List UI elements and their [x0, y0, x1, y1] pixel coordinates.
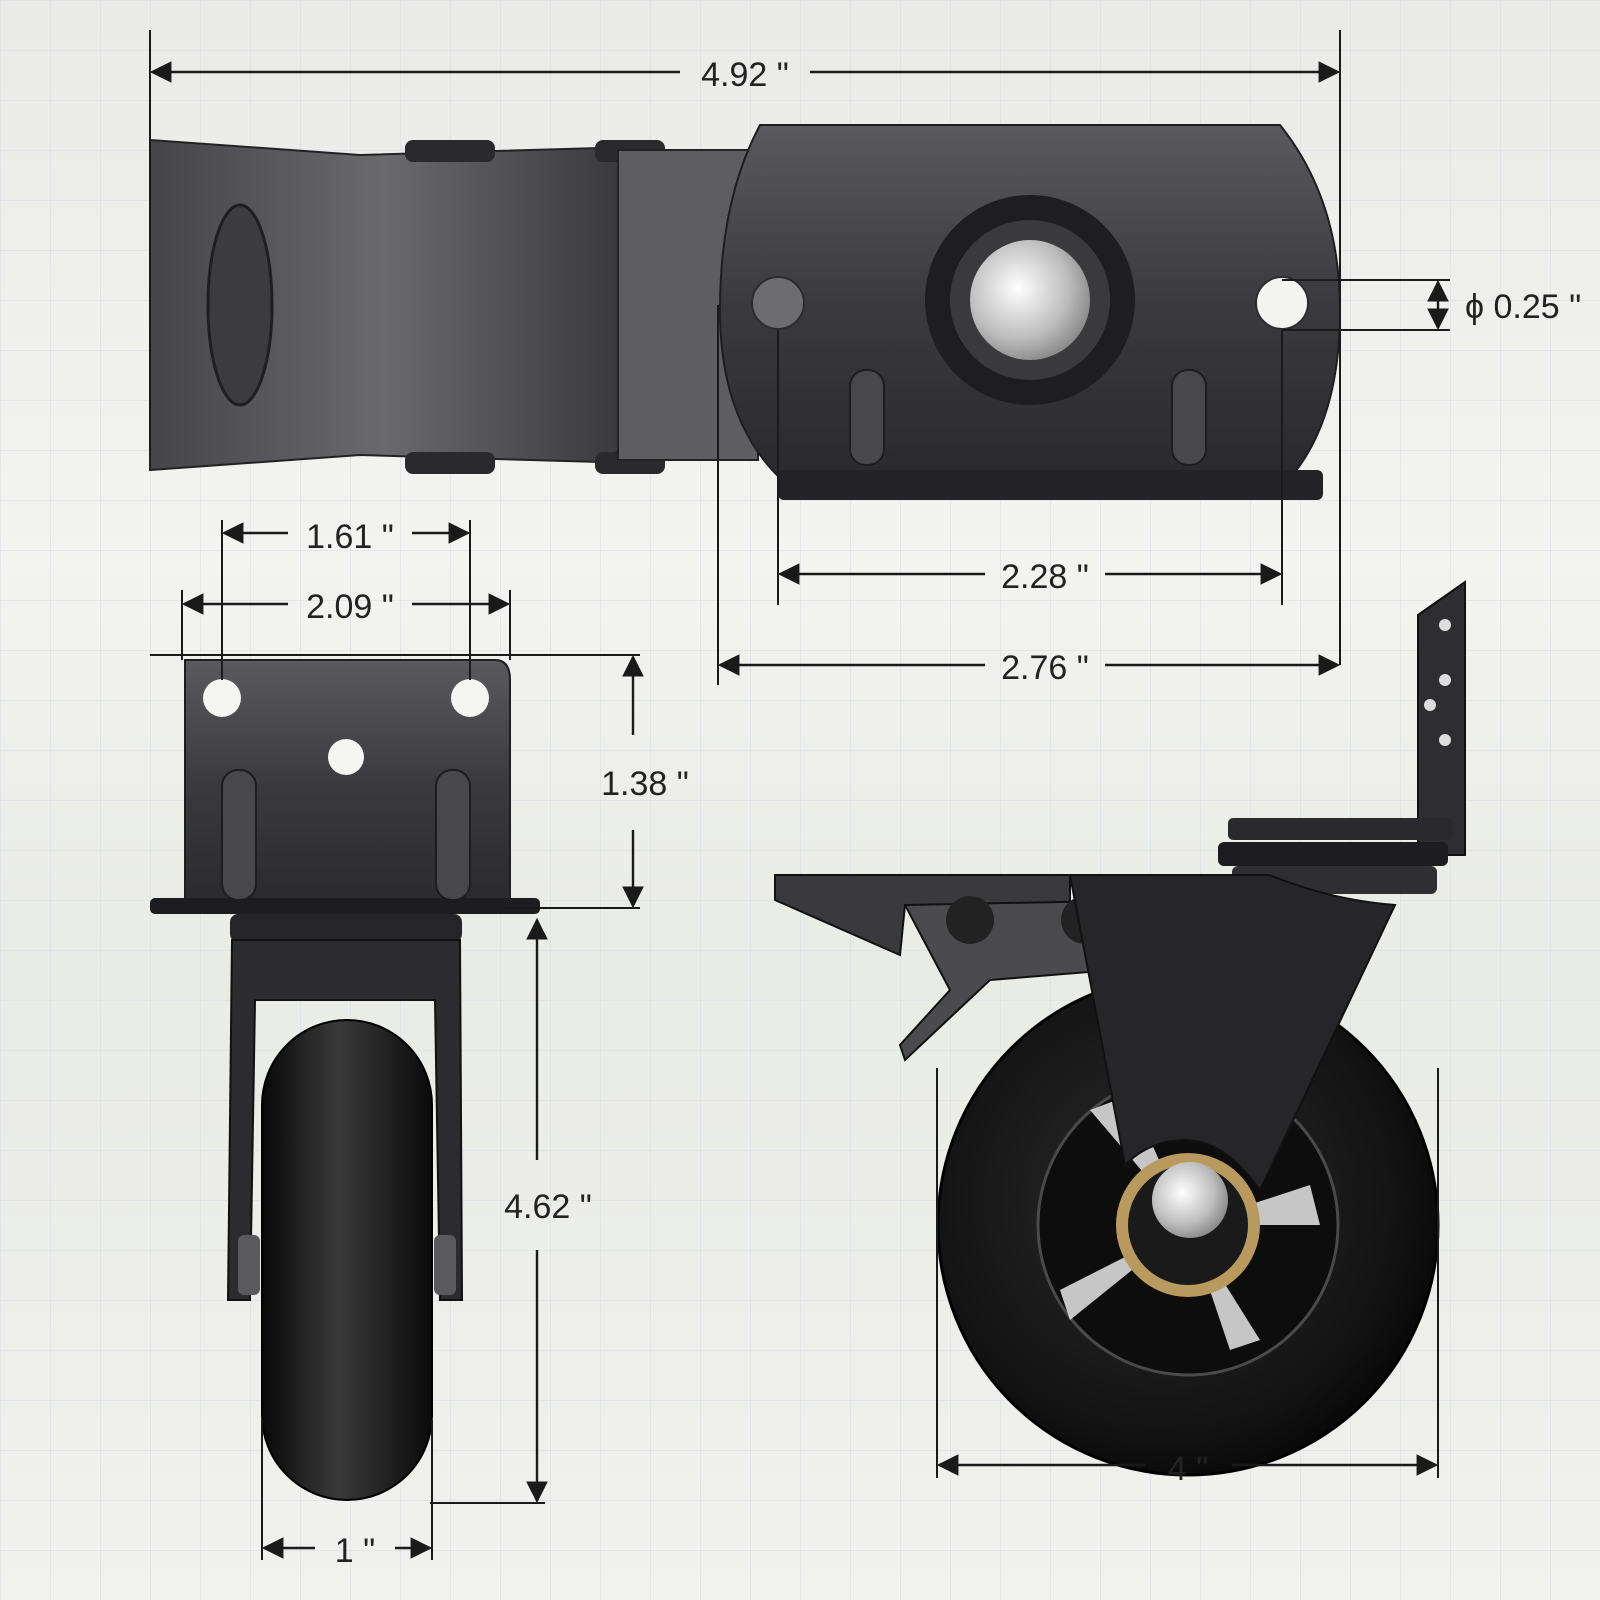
side-swivel [1218, 842, 1448, 866]
side-view [774, 580, 1466, 1477]
front-slot [221, 769, 257, 901]
side-top-plate [1228, 818, 1453, 840]
dimension-lines [149, 30, 1450, 1560]
rivet [405, 140, 495, 162]
front-wheel [261, 1019, 433, 1501]
front-slot [435, 769, 471, 901]
plate-base-flange [778, 470, 1323, 500]
bracket-hole [1439, 674, 1451, 686]
label-plate-length: 2.76 " [1001, 649, 1089, 687]
bracket-hole [1439, 734, 1451, 746]
front-hole-right [451, 679, 489, 717]
plate-slot [1171, 369, 1207, 466]
axle-cap-right [434, 1235, 456, 1295]
lever-grip-slot [206, 203, 274, 407]
kingpin-chrome [970, 240, 1090, 360]
rivet [405, 452, 495, 474]
label-plate-width: 2.09 " [306, 588, 394, 626]
front-hole-left [203, 679, 241, 717]
label-total-length: 4.92 " [701, 56, 789, 94]
top-view [149, 124, 1342, 500]
label-hole-diameter: ϕ 0.25 " [1465, 288, 1581, 326]
bracket-hole [1424, 699, 1436, 711]
side-bracket [1417, 580, 1466, 856]
label-wheel-width: 1 " [335, 1532, 375, 1570]
swivel-bearing [230, 914, 462, 942]
front-hole-center [328, 739, 364, 775]
label-wheel-diameter: 4 " [1168, 1450, 1208, 1488]
front-plate [184, 659, 511, 906]
side-rivet [946, 896, 994, 944]
label-hole-spacing-length: 2.28 " [1001, 558, 1089, 596]
label-overall-height: 4.62 " [504, 1188, 592, 1226]
mount-hole-left [751, 276, 805, 330]
front-view [150, 659, 540, 1501]
plate-slot [849, 369, 885, 466]
label-plate-height: 1.38 " [601, 765, 689, 803]
label-inner-hole-spacing: 1.61 " [306, 518, 394, 556]
side-fork [1068, 874, 1397, 1192]
front-plate-base [150, 898, 540, 914]
axle-cap-left [238, 1235, 260, 1295]
dimension-labels: 4.92 " ϕ 0.25 " 1.61 " 2.09 " 2.28 " 2.7… [306, 56, 1581, 1570]
front-fork [226, 939, 464, 1301]
bracket-hole [1439, 619, 1451, 631]
side-axle [1152, 1162, 1228, 1238]
mount-hole-right [1255, 276, 1309, 330]
